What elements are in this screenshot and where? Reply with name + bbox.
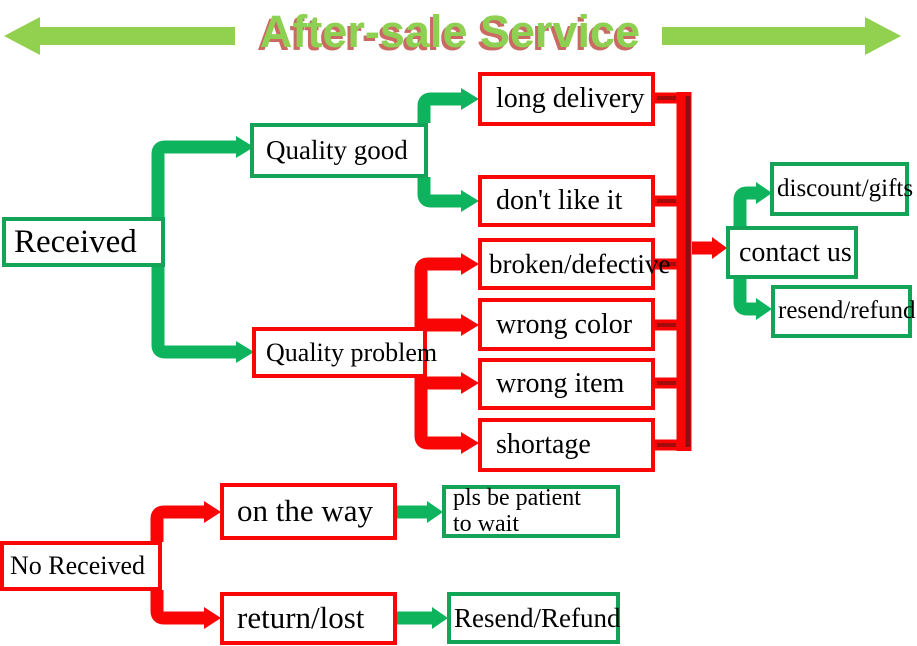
node-resend-refund: resend/refund [771,285,915,338]
arrowhead [461,432,479,454]
node-no-received: No Received [0,541,162,591]
connector-quality-good-to-dont-like-it [417,177,461,208]
node-broken-defective: broken/defective [478,238,670,290]
node-long-delivery: long delivery [478,72,655,126]
node-on-the-way: on the way [220,483,397,540]
banner-left-arrow-shaft [38,27,235,45]
node-discount-gifts: discount/gifts [770,162,913,216]
connector-no-received-to-return-lost [150,590,204,625]
banner-right-arrow-icon [865,17,901,55]
page-title: After-sale Service [259,6,641,57]
arrowhead [432,607,448,629]
connector-contact-us-to-discount [733,186,756,226]
arrowhead [427,501,443,523]
connector-contact-us-to-resend [733,279,756,316]
node-pls-be-patient: pls be patient to wait [442,485,620,538]
node-quality-problem: Quality problem [252,327,437,378]
node-wrong-color: wrong color [478,298,655,351]
banner-left-arrow-icon [4,17,40,55]
node-contact-us: contact us [726,226,858,279]
node-shortage: shortage [478,418,655,472]
arrowhead [712,237,727,259]
banner-right-arrow-shaft [662,27,866,45]
node-dont-like-it: don't like it [478,175,655,227]
connector-quality-problem-to-shortage [414,378,461,450]
connector-no-received-to-on-the-way [150,505,204,542]
arrowhead [461,190,479,212]
arrowhead [461,314,479,336]
connector-quality-good-to-long-delivery [417,92,461,123]
node-wrong-item: wrong item [478,358,655,410]
arrowhead [756,298,772,320]
arrowhead [461,253,479,275]
node-resend-refund-caps: Resend/Refund [447,592,620,644]
arrowhead [461,88,479,110]
node-received: Received [2,217,165,267]
connector-received-to-quality-problem [151,267,236,359]
connector-received-to-quality-good [151,140,236,217]
node-return-lost: return/lost [220,592,397,645]
connector-quality-problem-to-broken [414,257,461,327]
arrowhead [204,501,221,523]
node-quality-good: Quality good [250,123,428,178]
arrowhead [204,607,221,629]
arrowhead [461,372,479,394]
